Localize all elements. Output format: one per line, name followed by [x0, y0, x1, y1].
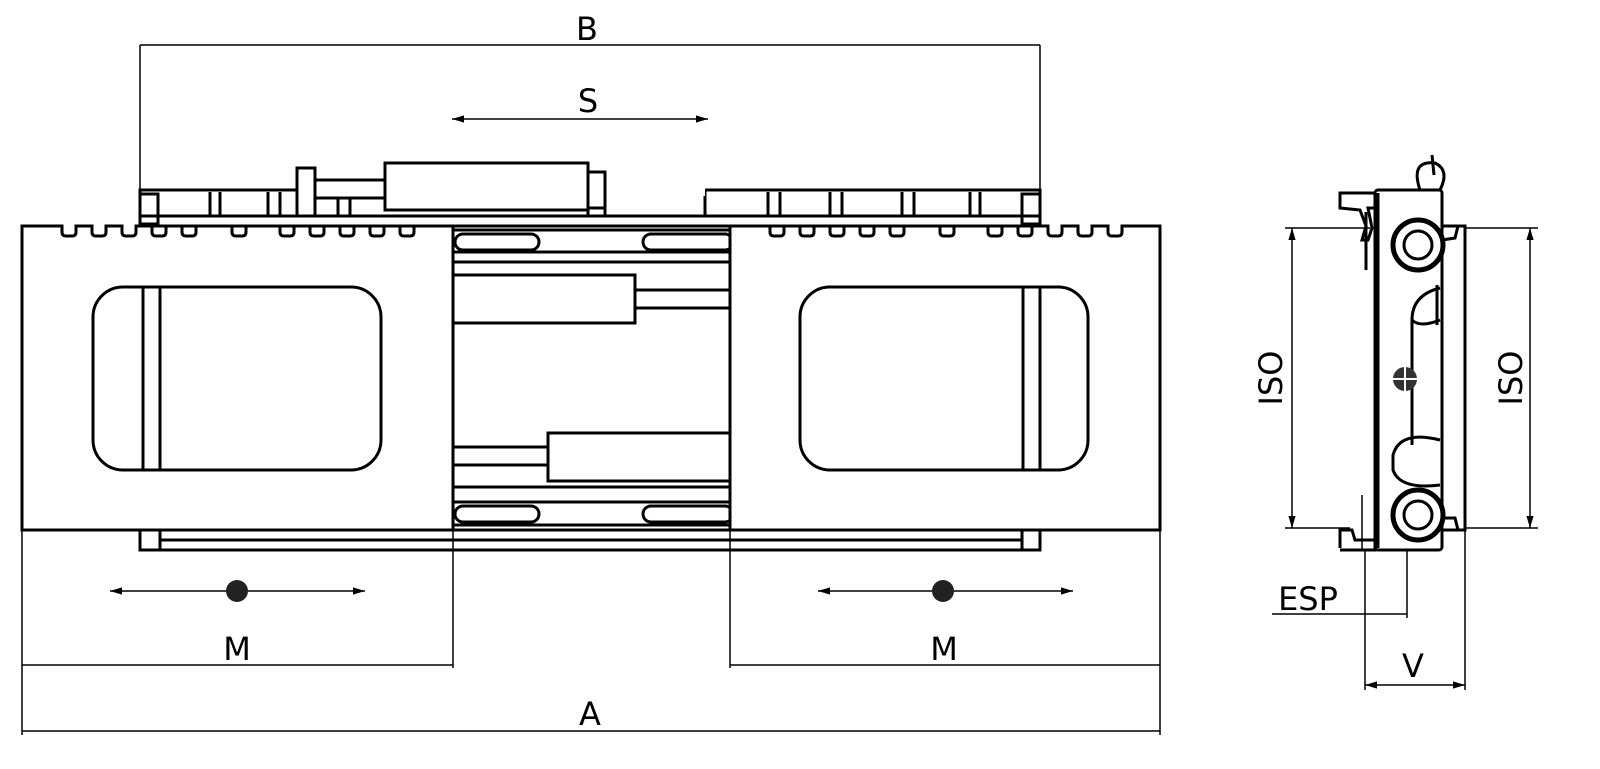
front-view — [20, 161, 1162, 552]
label-ISO-left: ISO — [1252, 351, 1290, 406]
dimension-ISO-right: ISO — [1465, 227, 1538, 529]
dimension-B: B — [139, 10, 1041, 190]
dimension-M: M M — [21, 530, 1161, 735]
label-V: V — [1402, 647, 1424, 685]
left-center-dot — [226, 580, 248, 602]
label-A: A — [579, 695, 601, 733]
label-M-left: M — [223, 630, 251, 668]
sideshift-cylinder — [295, 161, 607, 218]
dimension-ESP: ESP — [1272, 550, 1408, 690]
right-center-dot — [932, 580, 954, 602]
left-fork-plate — [20, 224, 455, 532]
dimension-S: S — [452, 82, 708, 123]
label-B: B — [576, 10, 598, 48]
label-ESP: ESP — [1278, 580, 1338, 618]
right-fork-plate — [728, 224, 1162, 532]
center-rails — [453, 228, 735, 527]
positioning-cylinders — [451, 273, 732, 483]
dimension-A: A — [22, 695, 1160, 733]
bottom-bar — [138, 528, 1042, 552]
label-ISO-right: ISO — [1492, 351, 1530, 406]
right-fork-window — [798, 285, 1090, 472]
label-M-right: M — [930, 630, 958, 668]
side-view — [1338, 154, 1467, 552]
dimension-V: V — [1365, 530, 1466, 690]
label-S: S — [578, 82, 598, 120]
dimension-ISO-left: ISO — [1252, 227, 1370, 529]
left-fork-window — [91, 285, 383, 472]
fork-travel-arrows — [110, 580, 1073, 602]
